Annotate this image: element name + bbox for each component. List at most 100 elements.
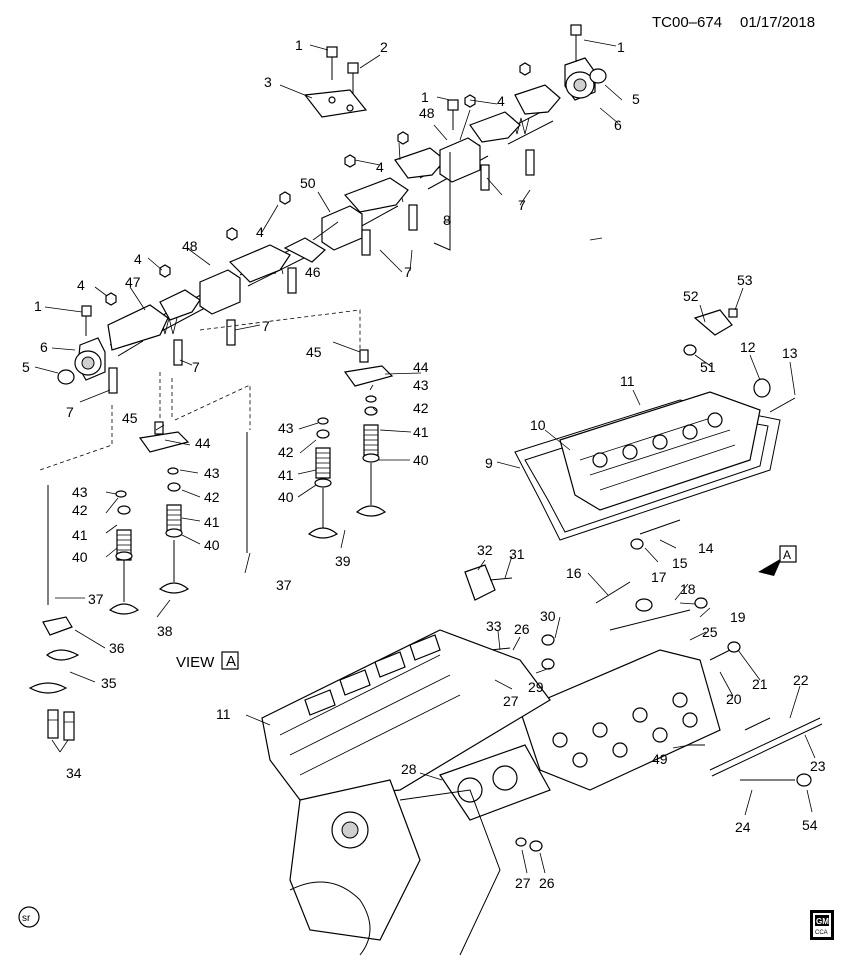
callout-25: 25 (702, 624, 718, 640)
callout-40: 40 (413, 452, 429, 468)
callout-36: 36 (109, 640, 125, 656)
callout-41: 41 (413, 424, 429, 440)
callout-43: 43 (413, 377, 429, 393)
cover-openings (592, 412, 723, 468)
valve-cover-assembly: A (514, 308, 797, 576)
callout-11: 11 (620, 373, 635, 389)
callout-22: 22 (793, 672, 809, 688)
callout-49: 49 (652, 751, 668, 767)
callout-5: 5 (22, 359, 30, 375)
callout-4: 4 (256, 224, 264, 240)
view-marker: A (226, 653, 236, 670)
callout-11: 11 (216, 706, 231, 722)
callout-27: 27 (503, 693, 519, 709)
callout-1: 1 (34, 298, 42, 314)
callout-4: 4 (77, 277, 85, 293)
callout-54: 54 (802, 817, 818, 833)
callout-4: 4 (134, 251, 142, 267)
nuts-4 (105, 62, 531, 306)
callout-40: 40 (278, 489, 294, 505)
head-ports (552, 692, 698, 768)
studs-7 (108, 149, 535, 394)
callout-18: 18 (680, 581, 696, 597)
callout-1: 1 (421, 89, 429, 105)
callout-23: 23 (810, 758, 826, 774)
diagram-date: 01/17/2018 (740, 14, 815, 31)
callout-41: 41 (278, 467, 294, 483)
callout-33: 33 (486, 618, 502, 634)
callout-15: 15 (672, 555, 688, 571)
bolt-1-top-a (326, 46, 338, 80)
callout-30: 30 (540, 608, 556, 624)
callout-44: 44 (195, 435, 211, 451)
callout-47: 47 (125, 274, 141, 290)
callout-42: 42 (278, 444, 294, 460)
callout-3: 3 (264, 74, 272, 90)
callout-48: 48 (419, 105, 435, 121)
callout-42: 42 (72, 502, 88, 518)
callout-14: 14 (698, 540, 714, 556)
bolt-1-top-b (447, 99, 459, 130)
callout-42: 42 (413, 400, 429, 416)
callout-26: 26 (539, 875, 555, 891)
callout-6: 6 (614, 117, 622, 133)
logo-line1: GM (816, 917, 829, 926)
callout-51: 51 (700, 359, 716, 375)
callout-16: 16 (566, 565, 582, 581)
view-label: VIEW (176, 654, 215, 671)
callout-52: 52 (683, 288, 699, 304)
callout-13: 13 (782, 345, 798, 361)
callout-19: 19 (730, 609, 746, 625)
callout-48: 48 (182, 238, 198, 254)
cylinder-head (439, 649, 721, 852)
callout-21: 21 (752, 676, 768, 692)
bolt-2 (347, 62, 359, 96)
callout-7: 7 (192, 359, 200, 375)
callout-1: 1 (617, 39, 625, 55)
corner-mark-text: sr (22, 913, 31, 924)
callout-53: 53 (737, 272, 753, 288)
bolt-1-top-c (570, 24, 582, 62)
callout-5: 5 (632, 91, 640, 107)
callout-28: 28 (401, 761, 417, 777)
callout-45: 45 (306, 344, 322, 360)
logo-line2: CCA (815, 930, 828, 936)
callout-37: 37 (276, 577, 292, 593)
callout-40: 40 (204, 537, 220, 553)
callout-50: 50 (300, 175, 316, 191)
callout-7: 7 (66, 404, 74, 420)
diagram-code: TC00–674 (652, 14, 722, 31)
callout-4: 4 (497, 93, 505, 109)
callout-29: 29 (528, 679, 544, 695)
callout-27: 27 (515, 875, 531, 891)
callout-7: 7 (404, 264, 412, 280)
callout-12: 12 (740, 339, 756, 355)
callout-24: 24 (735, 819, 751, 835)
callout-34: 34 (66, 765, 82, 781)
callout-45: 45 (122, 410, 138, 426)
callout-40: 40 (72, 549, 88, 565)
callout-8: 8 (443, 212, 451, 228)
callout-41: 41 (72, 527, 88, 543)
injector-parts (464, 564, 823, 787)
callout-44: 44 (413, 359, 429, 375)
callout-9: 9 (485, 455, 493, 471)
callout-26: 26 (514, 621, 530, 637)
callout-37: 37 (88, 591, 104, 607)
callout-4: 4 (376, 159, 384, 175)
callout-43: 43 (278, 420, 294, 436)
rocker-shaft-assembly (57, 24, 607, 394)
callout-17: 17 (651, 569, 667, 585)
callout-10: 10 (530, 417, 546, 433)
callout-35: 35 (101, 675, 117, 691)
gm-logo: GM CCA (810, 910, 834, 940)
callout-7: 7 (262, 318, 270, 334)
callout-31: 31 (509, 546, 525, 562)
callout-42: 42 (204, 489, 220, 505)
engine-block (261, 629, 551, 956)
callout-20: 20 (726, 691, 742, 707)
callout-43: 43 (72, 484, 88, 500)
callout-32: 32 (477, 542, 493, 558)
